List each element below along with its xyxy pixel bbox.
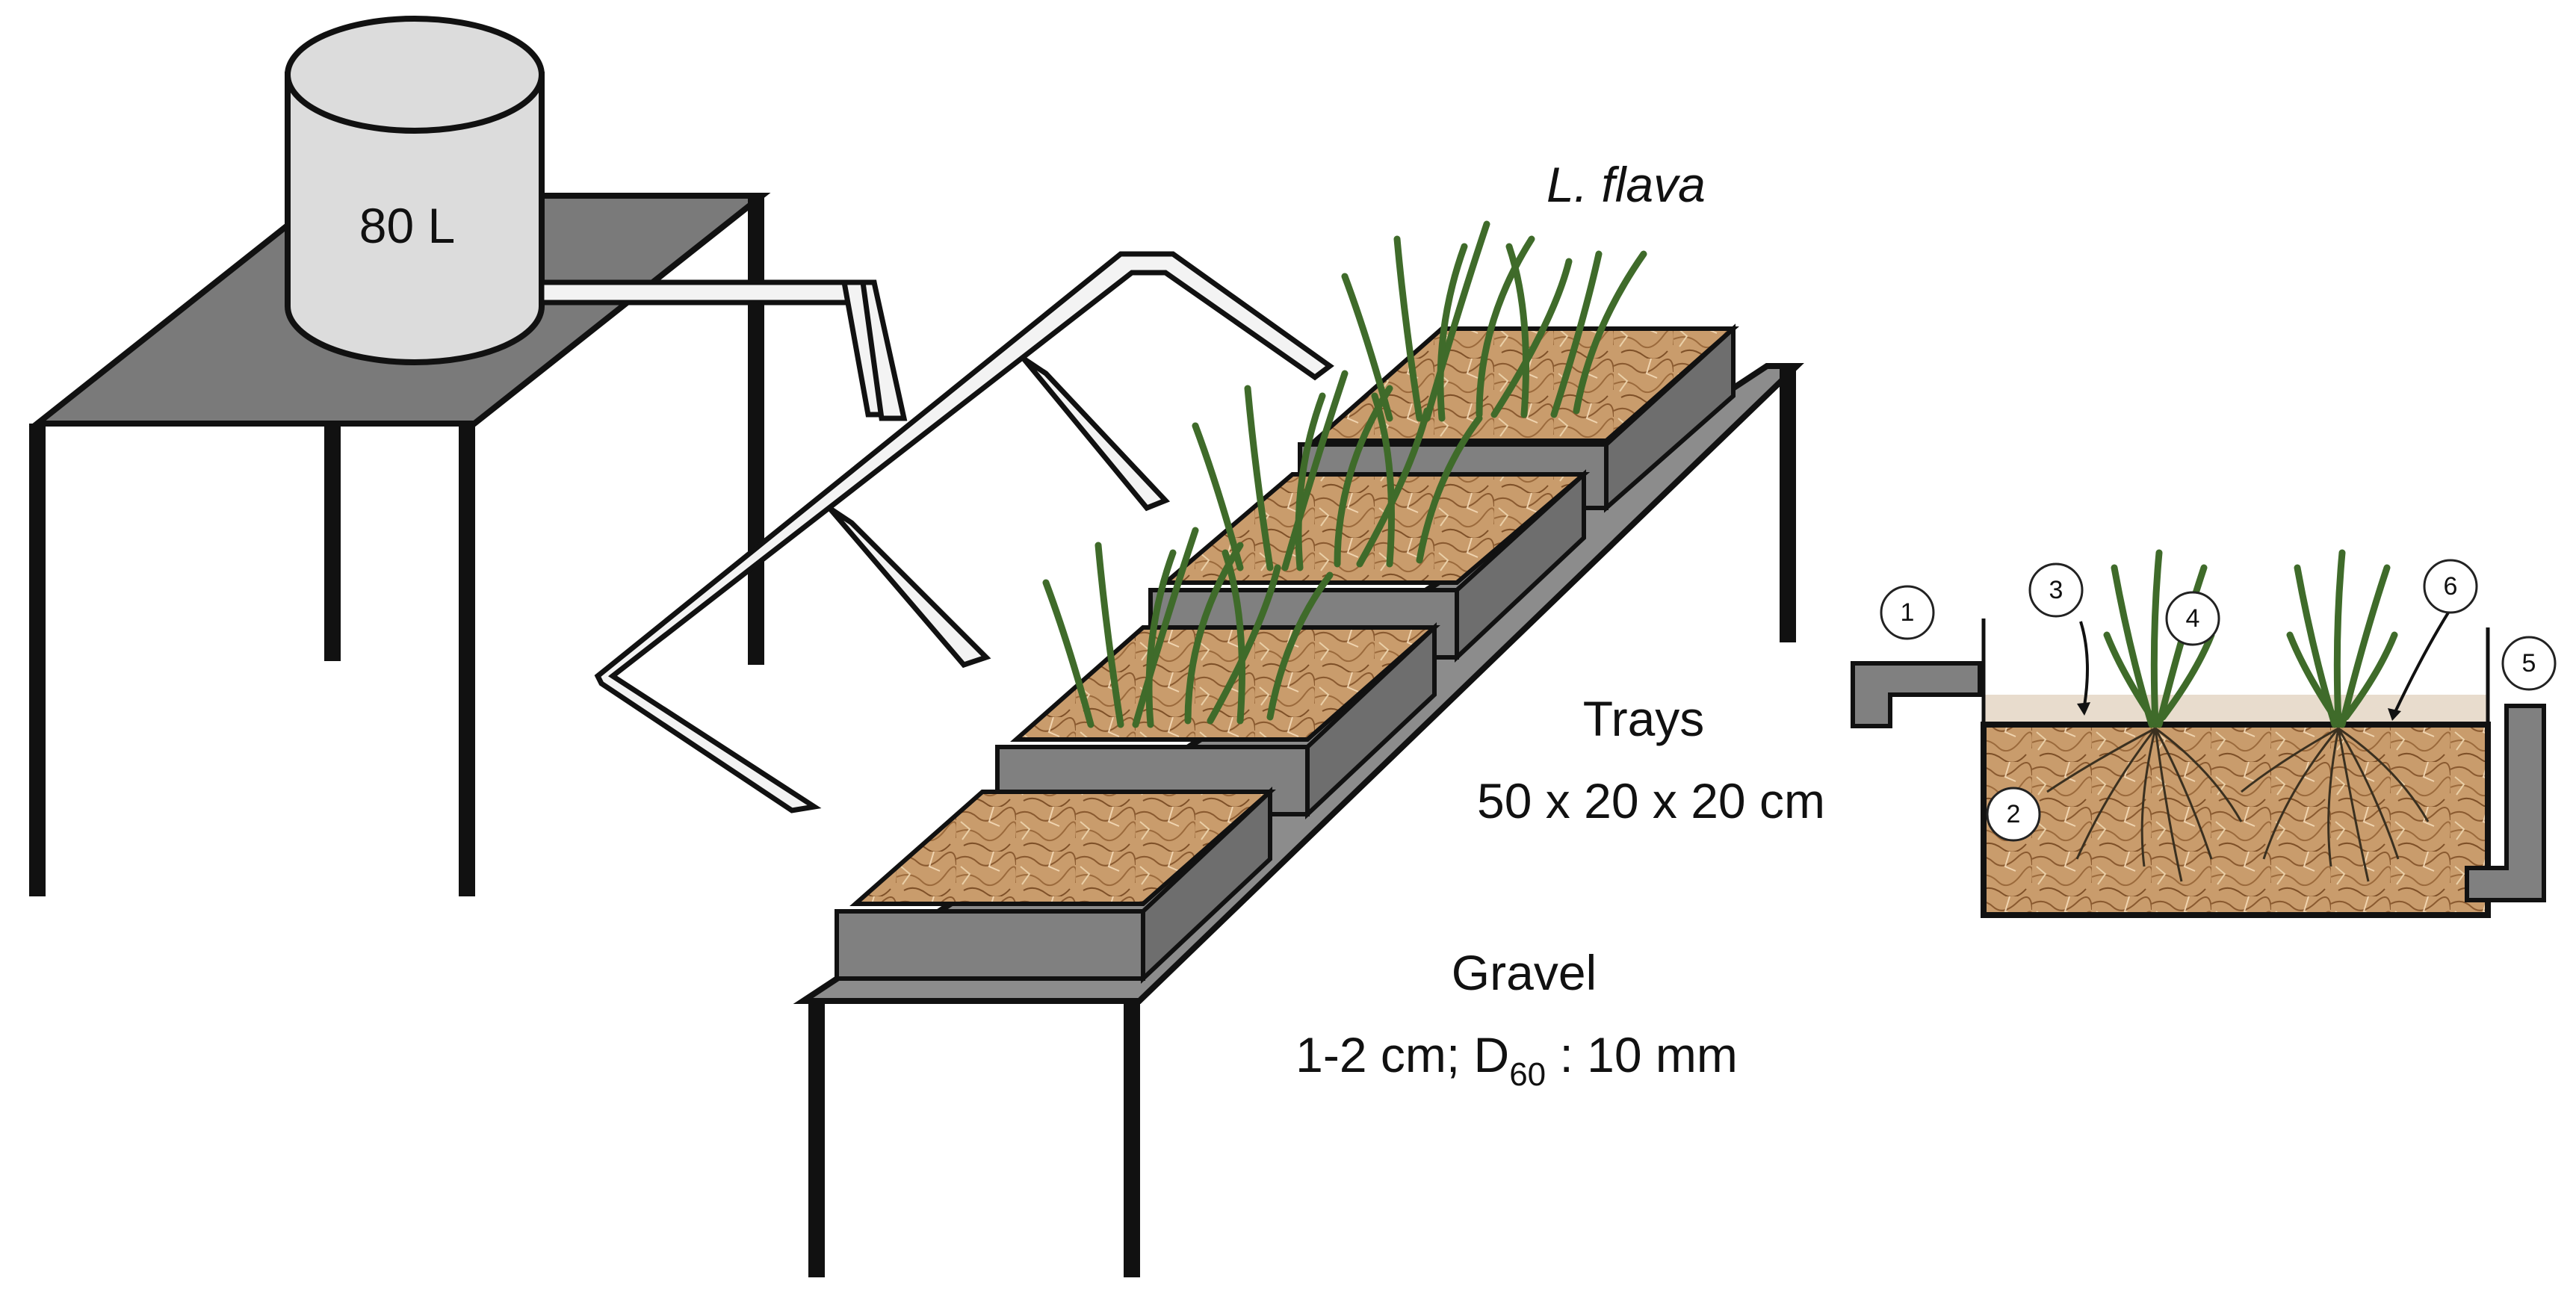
tank-volume-label: 80 L [359,198,455,253]
pipe-feeder [859,279,908,421]
gravel-spec-suffix: : 10 mm [1546,1027,1738,1082]
callout-circle-6 [2423,559,2478,614]
callout-circle-5 [2501,636,2557,691]
gravel-spec-label: 1-2 cm; D60 : 10 mm [1295,1027,1738,1093]
tray-4 [835,787,1276,984]
gravel-spec-subscript: 60 [1509,1056,1546,1093]
tray-3 [995,622,1440,819]
callout-number-6: 6 [2444,572,2458,601]
gravel-title-label: Gravel [1452,945,1597,1000]
inlet-pipe [1851,661,1982,728]
pipe-main-horizontal [539,279,866,306]
callout-circle-4 [2165,591,2220,646]
cross-section-gravel [1981,722,2491,918]
callout-number-1: 1 [1901,598,1915,627]
tank-lid [285,16,545,134]
pipe-branch-2 [827,506,991,669]
gravel-spec-prefix: 1-2 cm; D [1295,1027,1509,1082]
water-tank: 80 L [285,16,545,365]
distribution-pipe [539,251,1334,813]
pipe-manifold [594,251,1334,813]
callout-circle-3 [2028,562,2084,618]
callout-circle-1 [1880,585,1935,640]
cross-section-water-layer [1984,695,2488,725]
outlet-pipe [2465,704,2546,902]
trays-title-label: Trays [1583,691,1705,746]
callout-circle-2 [1986,787,2041,842]
tray-cross-section: 1 2 3 4 5 6 [1851,549,2557,918]
callout-number-3: 3 [2049,576,2063,604]
callout-number-5: 5 [2522,649,2536,678]
callout-number-2: 2 [2007,800,2021,828]
pipe-branch-1 [1021,356,1171,512]
trays-dims-label: 50 x 20 x 20 cm [1477,773,1825,828]
cross-section-roots [2046,727,2430,882]
tank-body [285,72,545,365]
callout-3-arrowhead [2077,702,2090,716]
callout-number-4: 4 [2186,604,2200,633]
callout-6-arrowhead [2388,708,2401,721]
plants-in-trays [1042,220,1647,728]
species-label: L. flava [1546,157,1706,212]
